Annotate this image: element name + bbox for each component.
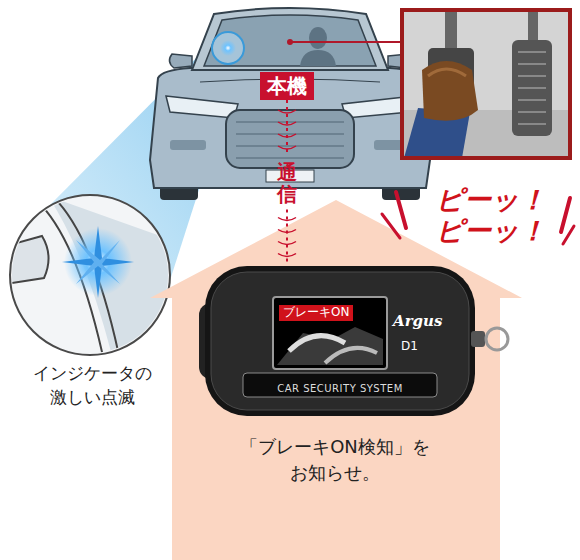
remote-fob-shape-part [471,331,485,347]
leader-line [287,39,402,45]
pedal-inset-part-part [428,69,466,76]
remote-fob-text-wrap: ブレーキON [279,301,353,321]
remote-fob-text: ブレーキON [279,305,353,321]
pedal-inset-part-part [445,10,457,54]
signal-label-wrap: 通信 [277,161,297,205]
house-area-shape-part [150,200,522,560]
alarm-sound: ピーッ！ ピーッ！ [418,184,563,246]
remote-fob-text: Argus [393,312,442,330]
alarm-burst-part [382,214,400,238]
alarm-burst-part [561,198,570,232]
remote-fob-shape-part [243,373,437,397]
unit-tag: 本機 [260,72,314,100]
zoom-circle-part-part [6,236,49,284]
car-front-part [192,8,388,70]
remote-fob-shape-part [211,272,469,410]
zoom-circle-part-part [76,240,120,284]
remote-fob-text-wrap: Argus [393,311,442,330]
signal-label: 通信 [277,161,297,205]
indicator-note-wrap: インジケータの 激しい点滅 [6,362,178,410]
leader-line-part [290,41,402,43]
house-area-text-wrap: 「ブレーキON検知」を お知らせ。 [200,434,470,486]
alarm-burst-part [563,226,574,244]
remote-fob-text: D1 [401,339,418,353]
remote-fob-shape-part [486,328,508,350]
alarm-sound-wrap: ピーッ！ ピーッ！ [418,184,563,246]
car-front-part [166,96,238,118]
remote-fob-shape-part [273,297,387,369]
car-front-part [309,27,327,49]
car-front-part [204,15,376,66]
house-area: 「ブレーキON検知」を お知らせ。 ブレーキON ArgusD1CAR SECURI… [150,198,522,560]
house-area-text: 「ブレーキON検知」を お知らせ。 [200,434,470,486]
pedal-inset-part-part [518,52,546,124]
pedal-inset-part-part [512,40,552,136]
zoom-circle-part-part [62,226,134,298]
pedal-inset-part [402,10,570,158]
indicator-spot-part [220,40,236,56]
signal-wave [278,110,296,257]
pedal-inset [402,10,570,158]
pedal-inset-part [402,10,570,158]
indicator-note: インジケータの 激しい点滅 [6,362,178,410]
pedal-inset-part [402,10,570,158]
car-front-part [226,110,354,168]
car-front-part [236,122,344,158]
remote-fob-shape-part [325,348,377,363]
remote-fob-shape-part [277,327,383,365]
remote-fob-text-wrap: D1 [401,335,418,354]
car-front-part [300,50,336,66]
car-front-part [170,140,206,150]
remote-fob-shape-part [289,336,345,351]
remote-fob-shape [205,265,485,417]
remote-fob-text-wrap: CAR SECURITY SYSTEM [243,377,437,397]
car-front-part [169,54,192,68]
remote-fob: ブレーキON ArgusD1CAR SECURITY SYSTEM [205,265,485,417]
signal-connector [278,100,296,265]
indicator-spot [212,32,244,64]
indicator-spot-part [212,32,244,64]
remote-fob-shape-part [205,266,475,416]
unit-tag-text: 本機 [267,74,307,98]
alarm-burst-part [396,192,406,228]
pedal-inset-part-part [528,10,538,44]
pedal-inset-part-part [422,61,478,121]
remote-fob-text: CAR SECURITY SYSTEM [277,381,403,397]
